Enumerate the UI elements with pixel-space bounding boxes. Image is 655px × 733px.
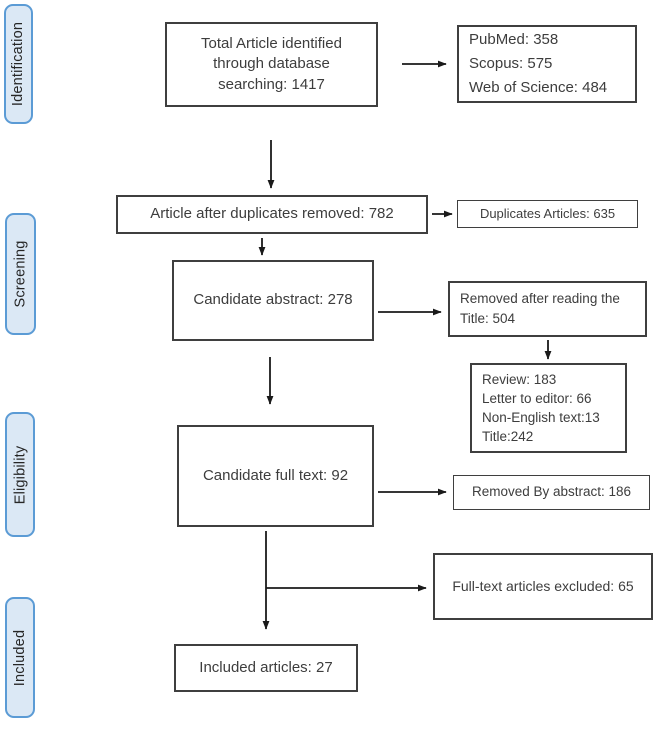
box-database-counts: PubMed: 358 Scopus: 575 Web of Science: … bbox=[457, 25, 637, 103]
box-candidate-abstract: Candidate abstract: 278 bbox=[172, 260, 374, 341]
stage-label-text: Eligibility bbox=[12, 445, 29, 504]
box-candidate-fulltext-text: Candidate full text: 92 bbox=[202, 466, 349, 484]
box-after-duplicates-text: Article after duplicates removed: 782 bbox=[150, 205, 394, 223]
stage-label-text: Identification bbox=[10, 21, 27, 107]
box-fulltext-excluded: Full-text articles excluded: 65 bbox=[433, 553, 653, 620]
box-fulltext-excluded-text: Full-text articles excluded: 65 bbox=[452, 578, 634, 595]
reason-title: Title:242 bbox=[482, 429, 534, 445]
reason-review: Review: 183 bbox=[482, 371, 557, 387]
box-removed-by-abstract-text: Removed By abstract: 186 bbox=[471, 484, 632, 500]
database-count-pubmed: PubMed: 358 bbox=[469, 31, 559, 48]
database-count-webofscience: Web of Science: 484 bbox=[469, 79, 608, 96]
stage-label-included: Included bbox=[5, 597, 35, 718]
box-total-identified-text: Total Article identified through databas… bbox=[201, 35, 342, 93]
box-duplicates-articles-text: Duplicates Articles: 635 bbox=[479, 206, 616, 222]
box-removed-by-abstract: Removed By abstract: 186 bbox=[453, 475, 650, 510]
box-total-identified: Total Article identified through databas… bbox=[165, 22, 378, 107]
box-candidate-fulltext: Candidate full text: 92 bbox=[177, 425, 374, 527]
box-duplicates-articles: Duplicates Articles: 635 bbox=[457, 200, 638, 228]
reason-letter-to-editor: Letter to editor: 66 bbox=[482, 390, 592, 406]
reason-non-english: Non-English text:13 bbox=[482, 410, 600, 425]
box-included-articles-text: Included articles: 27 bbox=[199, 658, 333, 676]
box-included-articles: Included articles: 27 bbox=[174, 644, 358, 692]
stage-label-text: Screening bbox=[12, 240, 29, 308]
stage-label-text: Included bbox=[12, 629, 29, 686]
stage-label-identification: Identification bbox=[4, 4, 33, 124]
box-after-duplicates-removed: Article after duplicates removed: 782 bbox=[116, 195, 428, 234]
box-candidate-abstract-text: Candidate abstract: 278 bbox=[193, 291, 353, 309]
box-removed-after-title: Removed after reading the Title: 504 bbox=[448, 281, 647, 337]
database-count-scopus: Scopus: 575 bbox=[469, 55, 553, 72]
stage-label-screening: Screening bbox=[5, 213, 36, 335]
box-removed-after-title-text: Removed after reading the Title: 504 bbox=[460, 290, 620, 326]
box-title-exclusion-reasons: Review: 183 Letter to editor: 66 Non-Eng… bbox=[470, 363, 627, 453]
stage-label-eligibility: Eligibility bbox=[5, 412, 35, 537]
